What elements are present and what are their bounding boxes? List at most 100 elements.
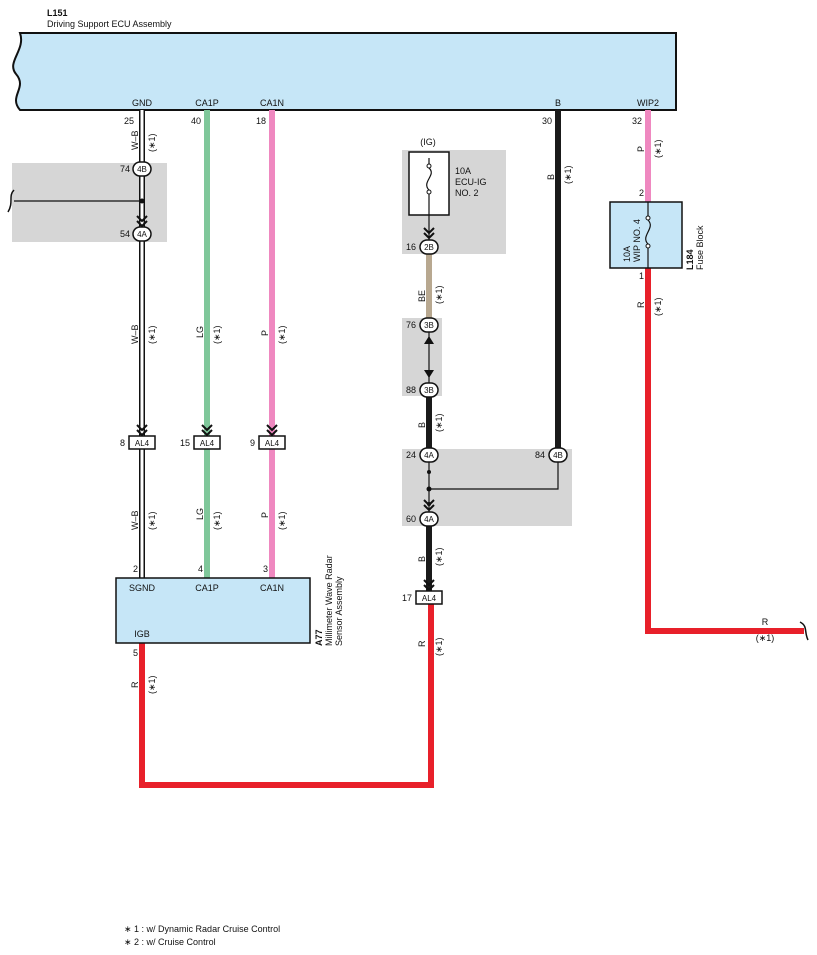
wire-note: (∗1) — [563, 165, 573, 184]
radar-term-ca1n: CA1N — [260, 583, 284, 593]
connector-al4-9: AL4 9 — [250, 435, 286, 450]
wire-r-fuse-out — [645, 268, 804, 634]
radar-name-2: Sensor Assembly — [334, 576, 344, 646]
radar-name-1: Millimeter Wave Radar — [324, 555, 334, 646]
wire-label: W–B — [130, 324, 140, 344]
wire-label: LG — [195, 508, 205, 520]
wire-note: (∗1) — [212, 325, 222, 344]
wire-note: (∗1) — [434, 285, 444, 304]
wire-label: B — [417, 422, 427, 428]
wire-note: (∗1) — [756, 633, 775, 643]
fuse-block-name: Fuse Block — [695, 225, 705, 270]
wire-note: (∗1) — [434, 637, 444, 656]
wire-note: (∗1) — [653, 297, 663, 316]
svg-text:4B: 4B — [553, 451, 563, 460]
wire-note: (∗1) — [653, 139, 663, 158]
wire-label: BE — [417, 290, 427, 302]
ig-fuse-name-2: NO. 2 — [455, 188, 479, 198]
svg-text:15: 15 — [180, 438, 190, 448]
ecu-name: Driving Support ECU Assembly — [47, 19, 172, 29]
svg-text:4A: 4A — [424, 515, 434, 524]
connector-4b-84: 4B 84 — [535, 447, 568, 463]
fuse-icon — [645, 202, 651, 268]
svg-text:4A: 4A — [424, 451, 434, 460]
svg-text:24: 24 — [406, 450, 416, 460]
junction-splice-point — [139, 198, 145, 204]
ecu-pin-32: 32 — [632, 116, 642, 126]
ecu-term-gnd: GND — [132, 98, 153, 108]
wire-note: (∗1) — [147, 511, 157, 530]
splice-point — [426, 486, 432, 492]
connector-al4-17: AL4 17 — [402, 590, 443, 605]
wire-note: (∗1) — [434, 413, 444, 432]
footnote-2: ∗ 2 : w/ Cruise Control — [124, 937, 216, 947]
wire-note: (∗1) — [212, 511, 222, 530]
svg-text:9: 9 — [250, 438, 255, 448]
radar-pin-5: 5 — [133, 648, 138, 658]
svg-text:4B: 4B — [137, 165, 147, 174]
splice-point-2 — [427, 470, 431, 474]
svg-text:AL4: AL4 — [200, 439, 215, 448]
wire-label: P — [260, 330, 270, 336]
radar-pin-3: 3 — [263, 564, 268, 574]
arrow-down-icon — [424, 370, 434, 378]
svg-text:16: 16 — [406, 242, 416, 252]
ecu-box — [12, 32, 677, 111]
wire-label: P — [636, 146, 646, 152]
svg-text:54: 54 — [120, 229, 130, 239]
footnote-1: ∗ 1 : w/ Dynamic Radar Cruise Control — [124, 924, 280, 934]
radar-pin-2: 2 — [133, 564, 138, 574]
connector-4b-74: 4B 74 — [120, 161, 152, 177]
wire-label: W–B — [130, 130, 140, 150]
svg-text:84: 84 — [535, 450, 545, 460]
radar-term-igb: IGB — [134, 629, 150, 639]
wire-note: (∗1) — [277, 511, 287, 530]
svg-text:4A: 4A — [137, 230, 147, 239]
ecu-pin-18: 18 — [256, 116, 266, 126]
wire-label: R — [636, 301, 646, 308]
wire-4b-link — [429, 460, 559, 490]
connector-al4-15: AL4 15 — [180, 435, 221, 450]
wire-note: (∗1) — [147, 675, 157, 694]
svg-text:2B: 2B — [424, 243, 434, 252]
fuse-icon — [426, 158, 432, 215]
wire-break-left — [7, 189, 15, 213]
radar-sensor-box — [115, 577, 311, 644]
ig-fuse-circuit: (IG) — [420, 137, 436, 147]
svg-text:AL4: AL4 — [265, 439, 280, 448]
ig-fuse-amp: 10A — [455, 166, 471, 176]
fuse-block-fuse-name: WIP NO. 4 — [632, 219, 642, 262]
radar-pin-4: 4 — [198, 564, 203, 574]
wire-note: (∗1) — [147, 133, 157, 152]
ecu-code: L151 — [47, 8, 68, 18]
ecu-term-ca1n: CA1N — [260, 98, 284, 108]
fuse-block-pin-1: 1 — [639, 271, 644, 281]
wire-note: (∗1) — [147, 325, 157, 344]
wire-label: P — [260, 512, 270, 518]
ecu-pin-30: 30 — [542, 116, 552, 126]
svg-text:60: 60 — [406, 514, 416, 524]
ecu-term-wip2: WIP2 — [637, 98, 659, 108]
connector-4a-54: 4A 54 — [120, 226, 152, 242]
wire-note: (∗1) — [277, 325, 287, 344]
svg-text:8: 8 — [120, 438, 125, 448]
connector-4a-60: 4A 60 — [406, 511, 439, 527]
ecu-pin-40: 40 — [191, 116, 201, 126]
wire-label: LG — [195, 326, 205, 338]
ecu-term-b: B — [555, 98, 561, 108]
wire-r-igb — [139, 604, 434, 788]
wire-label: R — [762, 617, 769, 627]
fuse-block-amp: 10A — [622, 246, 632, 262]
ecu-pin-25: 25 — [124, 116, 134, 126]
svg-text:88: 88 — [406, 385, 416, 395]
svg-text:3B: 3B — [424, 321, 434, 330]
radar-term-ca1p: CA1P — [195, 583, 219, 593]
ig-fuse-name-1: ECU-IG — [455, 177, 487, 187]
arrow-up-icon — [424, 336, 434, 344]
wire-label: B — [546, 174, 556, 180]
fuse-block-code: L184 — [685, 249, 695, 270]
svg-text:AL4: AL4 — [422, 594, 437, 603]
connector-al4-8: AL4 8 — [120, 435, 156, 450]
radar-code: A77 — [314, 629, 324, 646]
